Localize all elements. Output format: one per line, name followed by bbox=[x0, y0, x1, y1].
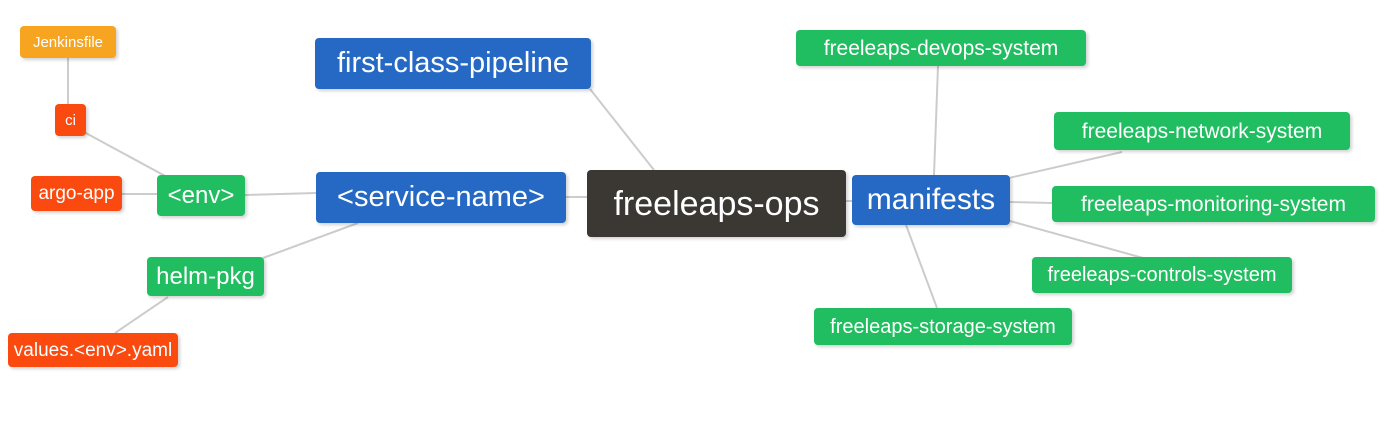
node-first-class-pipeline[interactable]: first-class-pipeline bbox=[315, 38, 591, 89]
edge-values-helm-pkg bbox=[114, 296, 169, 334]
edge-manifests-storage bbox=[905, 224, 938, 309]
node-manifests[interactable]: manifests bbox=[852, 175, 1010, 225]
edge-env-service-name bbox=[244, 192, 317, 196]
node-jenkinsfile[interactable]: Jenkinsfile bbox=[20, 26, 116, 58]
node-values-env-yaml[interactable]: values.<env>.yaml bbox=[8, 333, 178, 367]
edge-manifests-devops bbox=[933, 65, 939, 176]
node-freeleaps-controls-system[interactable]: freeleaps-controls-system bbox=[1032, 257, 1292, 293]
edge-manifests-monitoring bbox=[1009, 201, 1053, 204]
edge-pipeline-ops bbox=[589, 88, 655, 171]
node-freeleaps-network-system[interactable]: freeleaps-network-system bbox=[1054, 112, 1350, 150]
node-ci[interactable]: ci bbox=[55, 104, 86, 136]
edge-ci-env bbox=[83, 131, 168, 178]
node-argo-app[interactable]: argo-app bbox=[31, 176, 122, 211]
edge-manifests-controls bbox=[1009, 220, 1144, 259]
node-freeleaps-monitoring-system[interactable]: freeleaps-monitoring-system bbox=[1052, 186, 1375, 222]
edge-manifests-network bbox=[1008, 151, 1123, 179]
node-freeleaps-storage-system[interactable]: freeleaps-storage-system bbox=[814, 308, 1072, 345]
node-env[interactable]: <env> bbox=[157, 175, 245, 216]
node-helm-pkg[interactable]: helm-pkg bbox=[147, 257, 264, 296]
node-freeleaps-devops-system[interactable]: freeleaps-devops-system bbox=[796, 30, 1086, 66]
edge-helm-pkg-service-name bbox=[262, 222, 359, 259]
node-service-name[interactable]: <service-name> bbox=[316, 172, 566, 223]
node-freeleaps-ops[interactable]: freeleaps-ops bbox=[587, 170, 846, 237]
